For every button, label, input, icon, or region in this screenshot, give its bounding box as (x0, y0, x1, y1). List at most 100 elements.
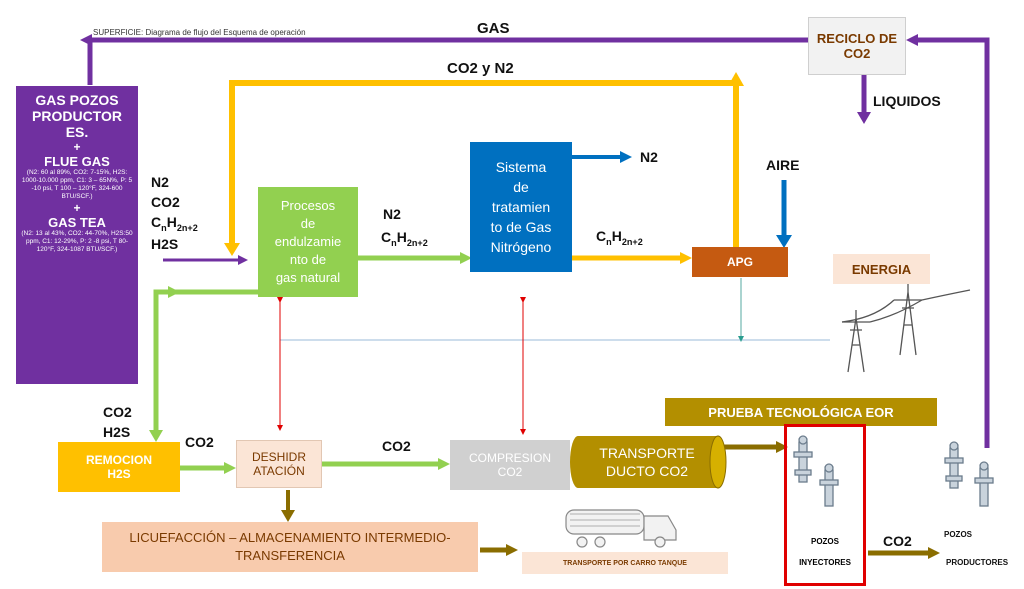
sistema-line2: de (513, 179, 529, 195)
transporte-carro-box: TRANSPORTE POR CARRO TANQUE (522, 552, 728, 574)
injector-wellhead-icon (793, 435, 839, 507)
deshid-line1: DESHIDR (251, 450, 306, 464)
reciclo-line2: CO2 (843, 46, 871, 61)
co2-bottom-label: CO2 (883, 533, 912, 549)
co2-after-remocion-label: CO2 (185, 434, 214, 450)
plus-sign: + (73, 140, 81, 154)
transporte-ducto-shape (570, 435, 727, 489)
reciclo-line1: RECICLO DE (816, 31, 898, 46)
sistema-line5: Nitrógeno (490, 239, 552, 255)
gas-label: GAS (477, 20, 510, 37)
reciclo-co2-box: RECICLO DE CO2 (808, 17, 906, 75)
licuef-to-carro-arrowhead (506, 544, 518, 556)
flue-gas-detail: (N2: 60 al 89%, CO2: 7-15%, H2S: 1000-10… (21, 169, 133, 200)
co2-after-deshid-label: CO2 (382, 438, 411, 454)
producer-return-line (915, 37, 990, 448)
producer-wellhead-icon (944, 441, 994, 507)
gas-pozos-productores-box: GAS POZOS PRODUCTOR ES. + FLUE GAS (N2: … (16, 86, 138, 384)
remocion-line2: H2S (107, 467, 131, 481)
transporte-ducto-label: TRANSPORTE DUCTO CO2 (584, 438, 710, 486)
remocion-co2-label: CO2 (103, 404, 132, 420)
deshid-to-licuef-arrowhead (281, 510, 295, 522)
power-tower-icon (841, 284, 971, 373)
co2-n2-arrowhead-top (728, 72, 744, 86)
apg-energy-drop-arrowhead (738, 336, 744, 342)
apg-box: APG (692, 247, 788, 277)
licuefaccion-line2: TRANSFERENCIA (235, 548, 345, 563)
aire-arrowhead (776, 235, 792, 248)
co2-n2-label: CO2 y N2 (447, 60, 514, 77)
feed-h2s-label: H2S (151, 236, 179, 252)
feed-cn-label: CnH2n+2 (151, 214, 198, 233)
pozos-prod-line1: POZOS (944, 530, 973, 539)
gas-tea-detail: (N2: 13 al 43%, CO2: 44-70%, H2S:50 ppm,… (21, 230, 133, 253)
deshidratacion-box: DESHIDR ATACIÓN (236, 440, 322, 488)
remocion-line1: REMOCION (86, 453, 152, 467)
cn-right-label: CnH2n+2 (596, 228, 643, 247)
transporte-ducto-line2: DUCTO CO2 (605, 463, 689, 479)
tanker-truck-icon (565, 509, 677, 548)
gas-pozos-title2: PRODUCTOR (32, 108, 122, 124)
aire-label: AIRE (766, 157, 800, 173)
prueba-label: PRUEBA TECNOLÓGICA EOR (708, 404, 894, 420)
transporte-ducto-line1: TRANSPORTE (599, 445, 695, 461)
plus-sign: + (73, 201, 81, 215)
cn-mid-label: CnH2n+2 (381, 229, 428, 248)
ducto-to-pozos-arrowhead (776, 441, 788, 453)
sistema-line4: to de Gas (490, 219, 552, 235)
feed-arrowhead (238, 255, 248, 265)
liquidos-label: LIQUIDOS (873, 93, 941, 109)
feed-co2-label: CO2 (151, 194, 180, 210)
procesos-to-sistema-arrowhead (460, 252, 472, 264)
remocion-to-deshid-arrowhead (224, 462, 236, 474)
pozos-iny-line1: POZOS (810, 537, 839, 546)
co2-bottom-arrowhead (928, 547, 940, 559)
co2-n2-arrowhead-down (224, 243, 240, 256)
n2-out-arrowhead (620, 151, 632, 163)
sistema-tratamiento-box: Sistema de tratamien to de Gas Nitrógeno (470, 142, 572, 272)
gas-tea-title: GAS TEA (48, 215, 106, 230)
gas-pozos-title3: ES. (65, 124, 89, 140)
procesos-line1: Procesos (280, 198, 336, 213)
remocion-h2s-box: REMOCION H2S (58, 442, 180, 492)
compresion-line1: COMPRESION (468, 451, 551, 465)
energia-label: ENERGIA (851, 261, 912, 277)
feed-n2-label: N2 (151, 174, 169, 190)
gas-pozos-title1: GAS POZOS (35, 92, 119, 108)
remocion-h2s-label: H2S (103, 424, 131, 440)
licuefaccion-line1: LICUEFACCIÓN – ALMACENAMIENTO INTERMEDIO… (129, 530, 451, 545)
procesos-line5: gas natural (275, 270, 341, 285)
cn-to-apg-arrowhead (680, 252, 692, 264)
procesos-line2: de (300, 216, 316, 231)
n2-out-label: N2 (640, 149, 658, 165)
licuefaccion-box: LICUEFACCIÓN – ALMACENAMIENTO INTERMEDIO… (102, 522, 478, 572)
liquids-arrowhead (857, 112, 871, 124)
n2-mid-label: N2 (383, 206, 401, 222)
sistema-line1: Sistema (495, 159, 547, 175)
pozos-prod-line2: PRODUCTORES (946, 558, 1009, 567)
procesos-to-remocion-head1 (168, 286, 180, 298)
sistema-line3: tratamien (491, 199, 551, 215)
diagram-caption: SUPERFICIE: Diagrama de flujo del Esquem… (93, 28, 306, 37)
procesos-to-remocion-head2 (149, 430, 163, 442)
transporte-carro-label: TRANSPORTE POR CARRO TANQUE (563, 559, 687, 567)
procesos-to-remocion (153, 289, 258, 433)
pozos-inyectores-highlight: POZOS INYECTORES (784, 424, 866, 586)
deshid-to-compresion-arrowhead (438, 458, 450, 470)
co2-n2-loop (229, 80, 739, 252)
compresion-line2: CO2 (497, 465, 523, 479)
procesos-line3: endulzamie (274, 234, 342, 249)
producer-return-arrowhead (906, 34, 918, 46)
apg-label: APG (726, 255, 753, 269)
procesos-line4: nto de (289, 252, 327, 267)
deshid-line2: ATACIÓN (253, 464, 305, 478)
energia-box: ENERGIA (833, 254, 930, 284)
procesos-endulzamiento-box: Procesos de endulzamie nto de gas natura… (258, 187, 358, 297)
flue-gas-title: FLUE GAS (44, 154, 110, 169)
gas-recycle-arrowhead (80, 34, 92, 46)
prueba-eor-box: PRUEBA TECNOLÓGICA EOR (665, 398, 937, 426)
compresion-co2-box: COMPRESION CO2 (450, 440, 570, 490)
pozos-iny-line2: INYECTORES (799, 558, 851, 567)
